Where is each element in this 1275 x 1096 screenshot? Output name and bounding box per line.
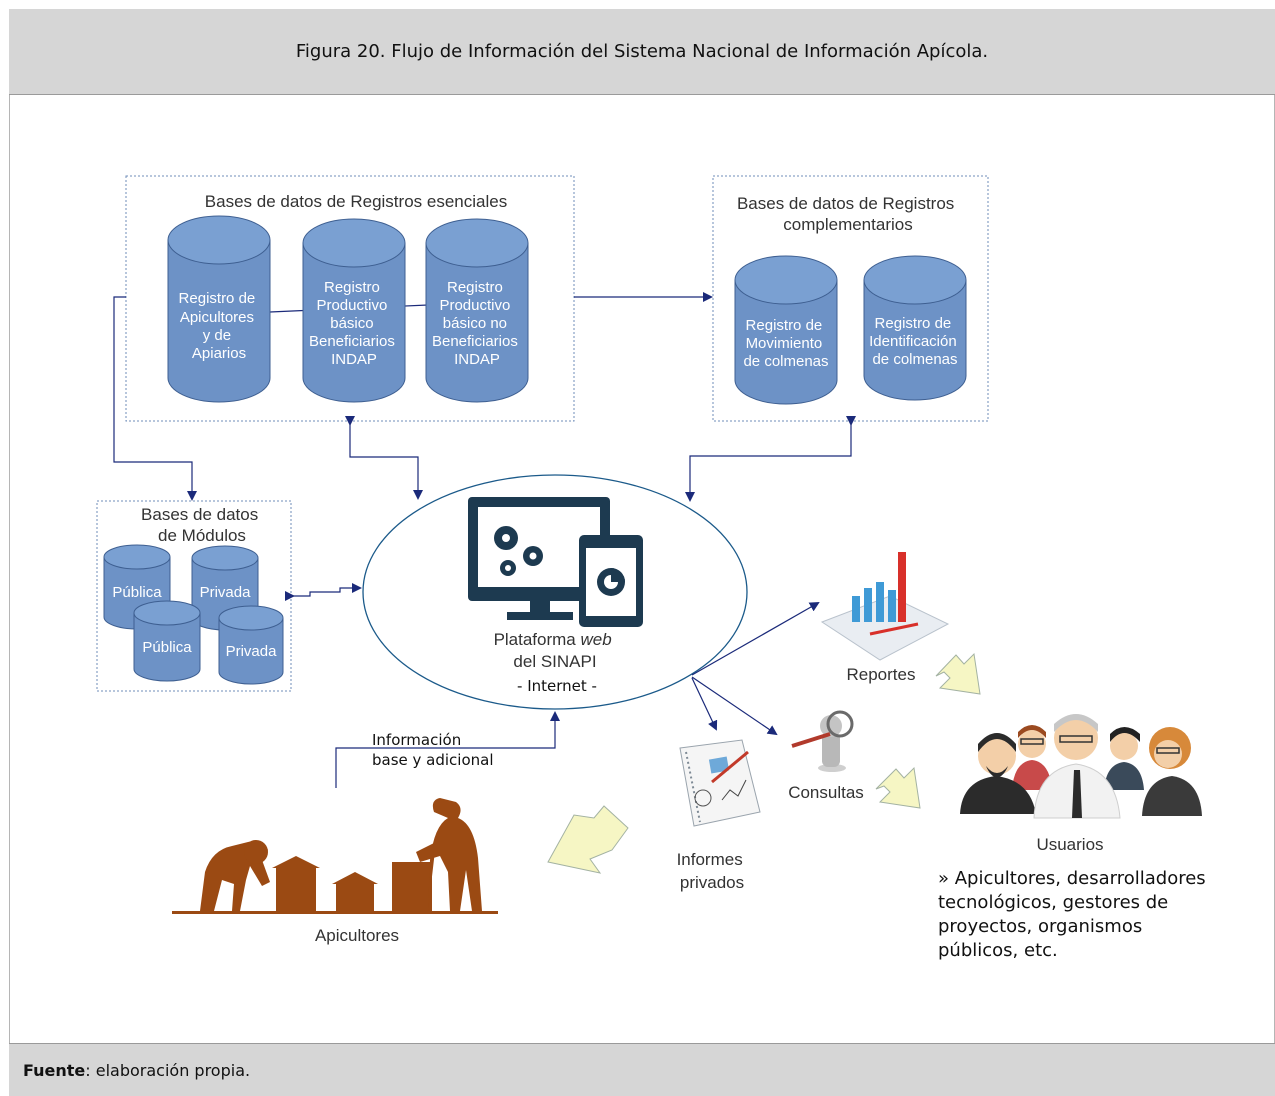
cylinder-movimiento-label: Registro de Movimiento de colmenas bbox=[743, 317, 828, 370]
cylinder-beneficiarios-label: Registro Productivo básico Beneficiarios… bbox=[309, 279, 399, 368]
complementary-db-title: Bases de datos de Registros complementar… bbox=[737, 194, 959, 234]
arrow-to-informes bbox=[691, 677, 718, 731]
users-group-icon bbox=[960, 714, 1202, 819]
cylinder-no-beneficiarios-label: Registro Productivo básico no Beneficiar… bbox=[432, 279, 522, 368]
cylinder-identificacion: Registro de Identificación de colmenas bbox=[863, 255, 967, 401]
informes-label: Informes privados bbox=[677, 850, 748, 892]
essential-db-title: Bases de datos de Registros esenciales bbox=[205, 192, 507, 211]
big-arrow-to-apicultores bbox=[547, 805, 629, 874]
big-arrow-reportes-to-usuarios bbox=[935, 652, 981, 695]
arrow-platform-complementary bbox=[685, 416, 856, 502]
cylinder-apicultores: Registro de Apicultores y de Apiarios bbox=[167, 215, 271, 403]
cylinder-module-publica-2: Pública bbox=[133, 600, 201, 682]
usuarios-description: » Apicultores, desarrolladores tecnológi… bbox=[938, 868, 1211, 961]
beekeepers-silhouette-icon bbox=[172, 798, 498, 914]
cylinder-apicultores-label: Registro de Apicultores y de Apiarios bbox=[179, 290, 260, 362]
figure-header: Figura 20. Flujo de Información del Sist… bbox=[9, 9, 1275, 95]
arrow-to-reportes bbox=[691, 602, 820, 676]
platform-label: Plataforma web del SINAPI bbox=[494, 630, 617, 671]
information-input-label: Información base y adicional bbox=[372, 731, 494, 769]
platform-internet-label: - Internet - bbox=[517, 677, 597, 695]
cylinder-movimiento: Registro de Movimiento de colmenas bbox=[734, 255, 838, 405]
reportes-chart-icon bbox=[820, 552, 950, 661]
cylinder-no-beneficiarios: Registro Productivo básico no Beneficiar… bbox=[425, 218, 529, 403]
arrow-platform-modules bbox=[285, 583, 362, 601]
cylinder-identificacion-label: Registro de Identificación de colmenas bbox=[869, 315, 961, 368]
consultas-label: Consultas bbox=[788, 783, 864, 802]
big-arrow-consultas-to-usuarios bbox=[875, 766, 921, 809]
modules-db-title: Bases de datos de Módulos bbox=[141, 505, 263, 545]
informes-notebook-icon bbox=[679, 739, 761, 827]
figure-footer: Fuente: elaboración propia. bbox=[9, 1043, 1275, 1096]
module-privada-1-label: Privada bbox=[200, 584, 252, 601]
arrow-to-consultas bbox=[691, 676, 778, 736]
arrow-information-input bbox=[335, 711, 560, 788]
module-privada-2-label: Privada bbox=[226, 643, 278, 660]
source-label: Fuente bbox=[23, 1060, 86, 1080]
apicultores-label: Apicultores bbox=[315, 926, 399, 945]
source-note: Fuente: elaboración propia. bbox=[23, 1061, 250, 1080]
reportes-label: Reportes bbox=[847, 665, 916, 684]
cylinder-beneficiarios: Registro Productivo básico Beneficiarios… bbox=[302, 218, 406, 403]
consultas-magnifier-icon bbox=[791, 710, 854, 772]
module-publica-2-label: Pública bbox=[142, 639, 192, 656]
arrow-platform-essential bbox=[345, 416, 423, 500]
monitor-icon bbox=[468, 497, 610, 620]
usuarios-label: Usuarios bbox=[1036, 835, 1103, 854]
arrow-essential-to-modules bbox=[113, 296, 197, 501]
cylinder-module-privada-2: Privada bbox=[218, 605, 284, 685]
tablet-icon bbox=[579, 535, 643, 627]
module-publica-1-label: Pública bbox=[112, 584, 162, 601]
source-text: : elaboración propia. bbox=[85, 1060, 251, 1080]
figure-title: Figura 20. Flujo de Información del Sist… bbox=[295, 41, 989, 62]
